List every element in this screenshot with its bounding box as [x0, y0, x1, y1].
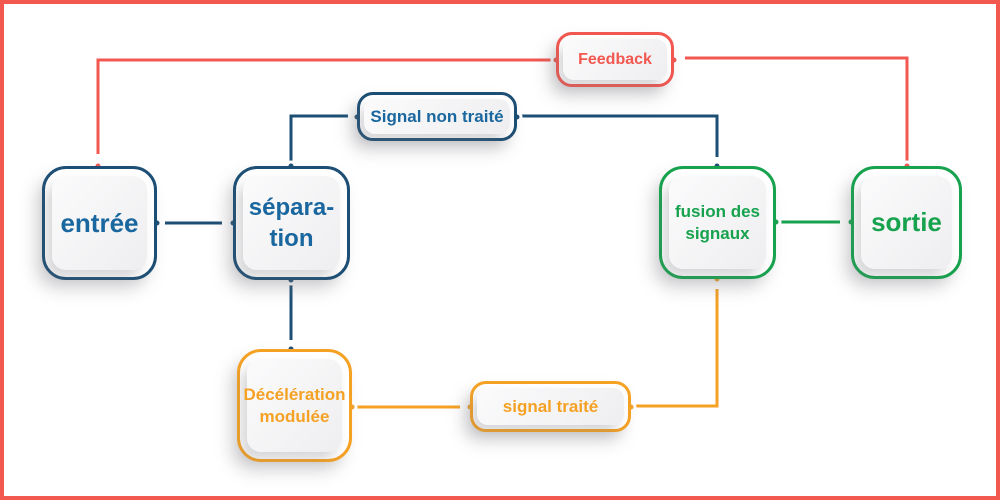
node-separation-label: sépara- tion: [248, 193, 335, 252]
node-signal-non-traite: Signal non traité: [357, 92, 517, 141]
node-deceleration-label: Décélération modulée: [243, 385, 346, 426]
node-card: [477, 388, 624, 425]
node-signal-traite: signal traité: [470, 381, 631, 432]
edge-signal-non-traite-fusion: [520, 114, 719, 157]
edge-separation-signal-non-traite: [289, 114, 348, 162]
node-entree: entrée: [42, 166, 157, 280]
node-signal-non-traite-label: Signal non traité: [370, 106, 504, 126]
node-card: [247, 359, 342, 452]
node-card: [861, 176, 952, 269]
node-fusion-des-signaux: fusion des signaux: [659, 166, 776, 279]
node-signal-traite-label: signal traité: [502, 396, 599, 416]
node-fusion-label: fusion des signaux: [674, 202, 760, 243]
node-entree-label: entrée: [60, 207, 139, 238]
edge-signal-traite-fusion: [634, 289, 719, 408]
node-separation: sépara- tion: [233, 166, 350, 280]
node-sortie-label: sortie: [871, 207, 942, 238]
node-feedback: Feedback: [556, 32, 674, 87]
node-card: [669, 176, 766, 269]
edge-sortie-feedback: [685, 56, 909, 163]
node-card: [563, 39, 667, 80]
node-card: [364, 99, 510, 134]
edge-feedback-entree: [96, 58, 553, 154]
node-card: [243, 176, 340, 270]
node-deceleration-modulee: Décélération modulée: [237, 349, 352, 462]
node-feedback-label: Feedback: [578, 50, 652, 68]
node-card: [52, 176, 147, 270]
node-sortie: sortie: [851, 166, 962, 279]
